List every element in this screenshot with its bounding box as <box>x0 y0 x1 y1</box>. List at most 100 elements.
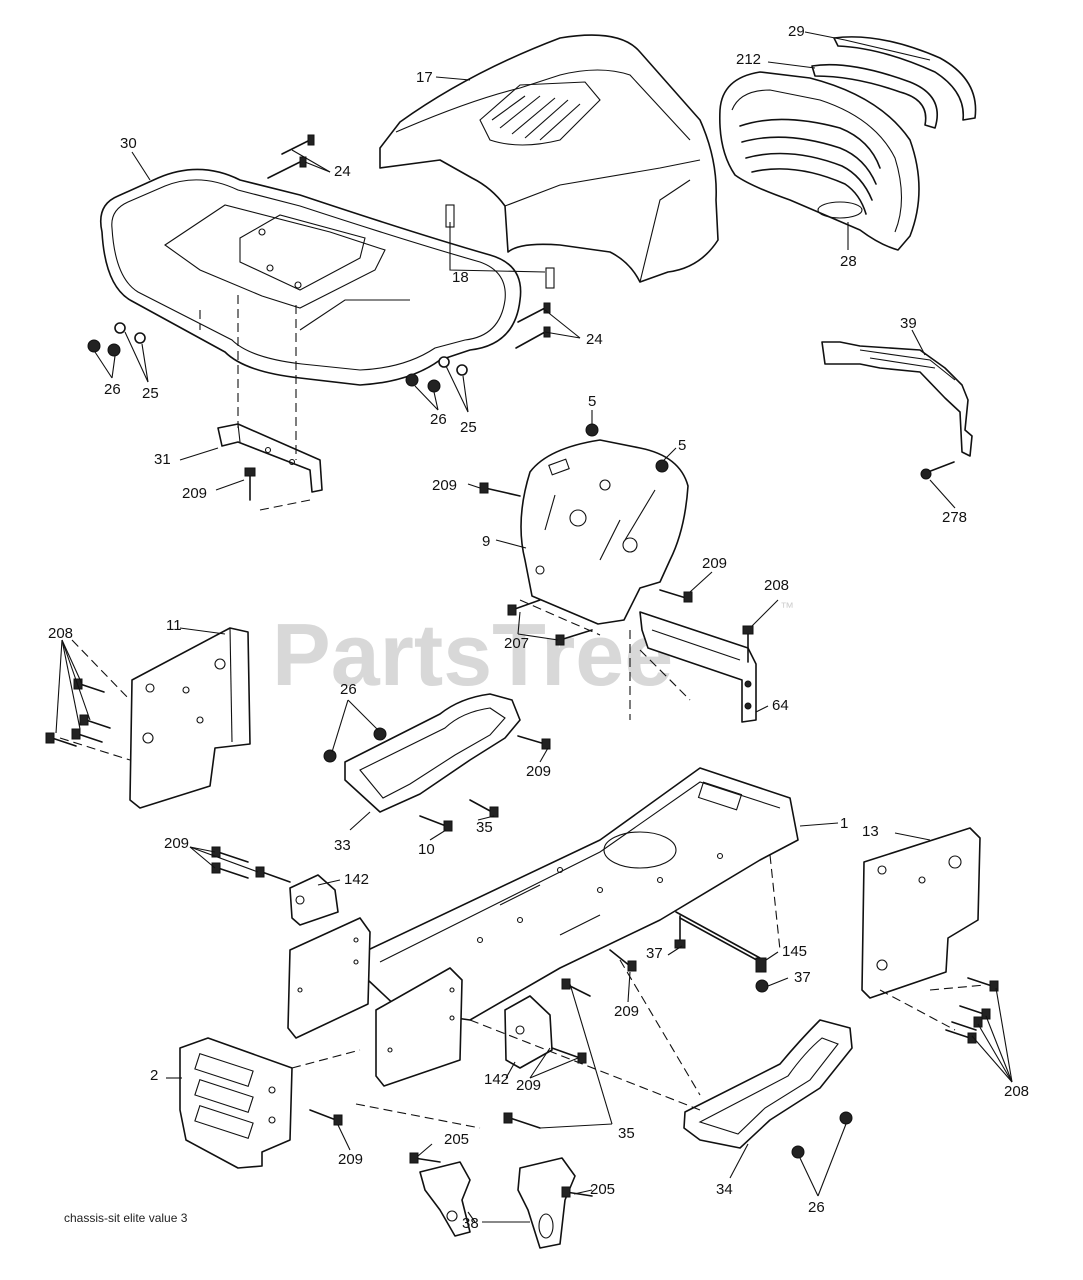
bolt <box>517 302 551 323</box>
callout-28: 28 <box>840 253 857 270</box>
callout-26: 26 <box>340 681 357 698</box>
bolt <box>45 732 77 747</box>
bolt <box>503 1112 541 1129</box>
callout-64: 64 <box>772 697 789 714</box>
callout-38: 38 <box>462 1215 479 1232</box>
callout-209: 209 <box>182 485 207 502</box>
part-9-panel <box>520 439 689 625</box>
part-38-bracket-left <box>419 1161 471 1237</box>
bolt <box>309 1109 343 1126</box>
bolt <box>967 977 999 992</box>
callout-13: 13 <box>862 823 879 840</box>
callout-145: 145 <box>782 943 807 960</box>
callout-39: 39 <box>900 315 917 332</box>
bolt <box>674 915 686 949</box>
callout-208: 208 <box>764 577 789 594</box>
part-31-support <box>217 423 323 493</box>
callout-35: 35 <box>476 819 493 836</box>
part-28-grille <box>718 71 920 251</box>
callout-30: 30 <box>120 135 137 152</box>
callout-209: 209 <box>526 763 551 780</box>
callout-35: 35 <box>618 1125 635 1142</box>
bolt <box>742 625 754 663</box>
bolt <box>551 1047 587 1064</box>
part-17-hood <box>379 34 719 289</box>
callout-26: 26 <box>430 411 447 428</box>
part-2-front-plate <box>179 1037 293 1169</box>
part-33-footrest <box>344 693 521 813</box>
callout-205: 205 <box>444 1131 469 1148</box>
bolt <box>409 1152 441 1164</box>
part-142-bracket-upper <box>289 874 339 926</box>
bolt <box>959 1005 991 1020</box>
callout-labels: 29 212 17 30 24 18 28 39 24 26 25 26 25 … <box>48 23 1029 1232</box>
callout-2: 2 <box>150 1067 158 1084</box>
part-212-trim <box>811 63 939 129</box>
bolt <box>71 728 103 743</box>
callout-209: 209 <box>164 835 189 852</box>
part-39-bracket <box>821 341 973 457</box>
part-142-bracket-lower <box>504 995 553 1069</box>
callout-37: 37 <box>794 969 811 986</box>
callout-10: 10 <box>418 841 435 858</box>
bolt <box>211 846 249 863</box>
part-30-fender <box>99 168 522 386</box>
callout-24: 24 <box>334 163 351 180</box>
bolt <box>507 599 541 616</box>
bolt <box>469 799 499 818</box>
bolt <box>211 862 249 879</box>
callout-212: 212 <box>736 51 761 68</box>
axle-rod <box>675 911 767 973</box>
leader-lines <box>55 31 1013 1223</box>
callout-26: 26 <box>104 381 121 398</box>
callout-209: 209 <box>432 477 457 494</box>
bolt <box>561 1186 593 1198</box>
bolt <box>659 589 693 603</box>
callout-209: 209 <box>338 1151 363 1168</box>
callout-205: 205 <box>590 1181 615 1198</box>
callout-207: 207 <box>504 635 529 652</box>
callout-142: 142 <box>344 871 369 888</box>
assembly-lines <box>59 310 986 1129</box>
watermark-trademark: ™ <box>780 599 794 615</box>
callout-29: 29 <box>788 23 805 40</box>
fasteners <box>45 134 999 1198</box>
callout-26: 26 <box>808 1199 825 1216</box>
callout-208: 208 <box>48 625 73 642</box>
bolt <box>945 1029 977 1044</box>
part-13-side-panel <box>861 827 981 999</box>
callout-142: 142 <box>484 1071 509 1088</box>
callout-31: 31 <box>154 451 171 468</box>
bolt <box>920 461 955 480</box>
callout-25: 25 <box>142 385 159 402</box>
callout-18: 18 <box>452 269 469 286</box>
callout-278: 278 <box>942 509 967 526</box>
callout-17: 17 <box>416 69 433 86</box>
bolt <box>479 482 521 497</box>
bolt <box>951 1016 983 1031</box>
callout-9: 9 <box>482 533 490 550</box>
bolt <box>419 815 453 832</box>
part-frame-plate-a <box>287 917 371 1039</box>
bolt <box>267 156 307 179</box>
bolt <box>561 978 591 997</box>
bolt <box>609 949 637 972</box>
callout-5: 5 <box>588 393 596 410</box>
bolt <box>244 467 256 501</box>
callout-208: 208 <box>1004 1083 1029 1100</box>
callout-37: 37 <box>646 945 663 962</box>
callout-209: 209 <box>614 1003 639 1020</box>
bolt <box>79 714 111 729</box>
callout-33: 33 <box>334 837 351 854</box>
part-11-side-panel <box>129 627 251 809</box>
part-34-footrest <box>683 1019 853 1149</box>
callout-34: 34 <box>716 1181 733 1198</box>
callout-1: 1 <box>840 815 848 832</box>
part-29-trim <box>833 36 977 121</box>
callout-25: 25 <box>460 419 477 436</box>
part-frame-plate-b <box>375 967 463 1087</box>
callout-209: 209 <box>702 555 727 572</box>
part-64-bracket <box>629 611 757 723</box>
bolt <box>281 134 315 155</box>
